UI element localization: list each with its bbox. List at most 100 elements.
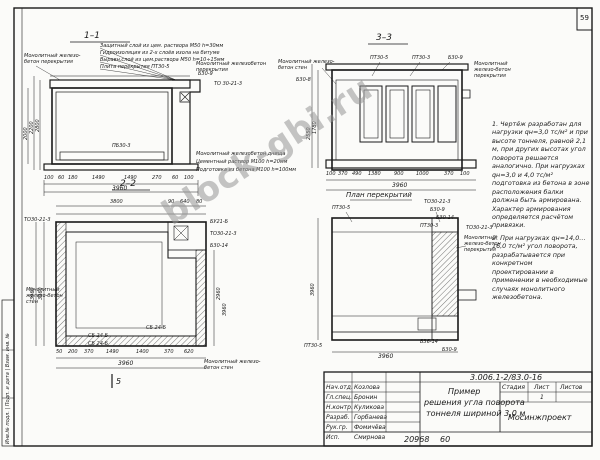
dim-3: 180 (68, 175, 78, 181)
name-1: Козлова (354, 384, 380, 391)
role-6: Исп. (326, 434, 340, 441)
layer-2: Гидроизоляция из 2-х слоёв изола на биту… (100, 50, 220, 56)
dim2-top-2: 90 (168, 199, 175, 205)
title-line-1: Пример (448, 387, 481, 396)
dim2-b-4: 1490 (106, 349, 119, 355)
dim3-7: 370 (444, 171, 454, 177)
name-2: Бронин (354, 394, 378, 401)
bottom-layer-1: Монолитный железобетон днища (196, 151, 286, 157)
footer-sheet: 60 (440, 435, 451, 444)
to30-21-3-right: ТО30-21-3 (210, 231, 237, 237)
sb24-b-tag-2: СБ 24-Б (88, 333, 109, 339)
plan-right-tag: ТО30-21-3 (466, 225, 493, 231)
notes-block: 1. Чертёж разработан для нагрузки qн=3,0… (492, 120, 590, 306)
dim2-top-3: 640 (180, 199, 190, 205)
layer-4: Плита перекрытия ПТ30-5 (100, 64, 170, 70)
dim3-8: 100 (460, 171, 470, 177)
b30-9-tag-3: Б30-9 (448, 55, 463, 61)
role-1: Нач.отд. (326, 384, 353, 391)
footer-number: 20968 (404, 435, 430, 444)
sb24-b-tag-1: СБ 24-Б (146, 325, 167, 331)
to30-21-3-left: ТО30-21-3 (24, 217, 51, 223)
plan-pt30-3: ПТ30-3 (420, 223, 439, 229)
role-5: Рук.гр. (326, 424, 348, 431)
left-monolith-label: Монолитный железо-бетон перекрытия (24, 53, 81, 65)
dim2-b-3: 370 (84, 349, 94, 355)
side-strip: Инв.№ подл. | Подп. и дата | Взам. инв. … (5, 333, 11, 444)
plan-b30-14: Б30-14 (436, 215, 454, 221)
dim3-2: 370 (338, 171, 348, 177)
name-6: Смирнова (354, 434, 386, 441)
col-sheets: Листов (560, 384, 583, 391)
plan-title: План перекрытий (346, 191, 412, 199)
bottom-layer-2: Цементный раствор М100 h=20мм (196, 159, 288, 165)
note-1: 1. Чертёж разработан для нагрузки qн=3,0… (492, 120, 590, 230)
title-line-3: тоннеля шириной 3,0 м (426, 409, 526, 418)
plan-to30-21-3: ТО30-21-3 (424, 199, 451, 205)
section-1-1-title: 1–1 (84, 31, 100, 41)
layer-3: Выравн.слой из цем.раствора М50 h=10÷15м… (100, 57, 225, 63)
right-monolith-label: Монолитный железобетон перекрытия (196, 61, 267, 73)
sheet-number: 59 (580, 14, 589, 22)
dim2-b-1: 50 (56, 349, 63, 355)
dim2-b-7: 620 (184, 349, 194, 355)
name-4: Горбанева (354, 414, 388, 421)
sb24-b-tag-3: СБ 24-Б (88, 341, 109, 347)
col-sheet: Лист (534, 384, 550, 391)
title-line-2: решения угла поворота (424, 398, 525, 407)
name-5: Фомичёва (354, 424, 386, 431)
dim-6: 270 (152, 175, 162, 181)
pb30-3-tag: ПБ30-3 (112, 143, 131, 149)
dim3-4: 1380 (368, 171, 381, 177)
name-3: Куликова (354, 404, 385, 411)
right-dim-2960: 2960 (216, 287, 222, 300)
role-3: Н.контр. (326, 404, 353, 411)
dim2-top-1: 3800 (110, 199, 123, 205)
pt30-3-tag: ПТ30-3 (412, 55, 431, 61)
val-sheet: 1 (540, 394, 544, 401)
total-width-3: 3960 (392, 182, 408, 189)
b30-9-tag: Б30-9 (198, 71, 213, 77)
plan-bottom-left-tag: ПТ30-5 (304, 343, 323, 349)
section-3-3-title: 3–3 (376, 33, 392, 43)
right-dim-3960: 3960 (222, 303, 228, 316)
wall-label-2: Монолитный железо-бетон стен (26, 287, 63, 305)
cut-mark-5: 5 (116, 377, 122, 386)
plan-bottom-right-tag: Б36-14 (420, 339, 438, 345)
dim3-1: 100 (326, 171, 336, 177)
dim-4: 1490 (92, 175, 105, 181)
dim-7: 60 (172, 175, 179, 181)
dim2-b-6: 370 (164, 349, 174, 355)
section-2-2-title: 2–2 (120, 179, 136, 189)
left-wall-label-3: Монолитный железо-бетон стен (278, 59, 335, 71)
dim2-b-2: 200 (68, 349, 78, 355)
dim-5: 1490 (124, 175, 137, 181)
plan-bottom-right-tag2: Б30-9 (442, 347, 457, 353)
left-dim-1: 3960 (30, 287, 36, 300)
plan-pt30-5: ПТ30-5 (332, 205, 351, 211)
dim2-top-4: 80 (196, 199, 203, 205)
height-2800: 2800 (35, 119, 41, 132)
plan-left-dim: 3960 (310, 283, 316, 296)
document-code: 3.006.1-2/83.0-16 (470, 373, 543, 382)
total-width-1: 3960 (112, 185, 128, 192)
dim3-5: 900 (394, 171, 404, 177)
dim-1: 100 (44, 175, 54, 181)
dim3-6: 1000 (416, 171, 429, 177)
bottom-layer-3: Подготовка из бетона М100 h=100мм (196, 167, 296, 173)
dim-8: 100 (184, 175, 194, 181)
left-dim-2: 3960 (38, 287, 44, 300)
dim-2: 60 (58, 175, 65, 181)
b30-8-tag: Б30-8 (296, 77, 311, 83)
role-4: Разраб. (326, 414, 350, 421)
bottom-wall-label-2: Монолитный железо-бетон стен (204, 359, 261, 371)
note-2: 2. При нагрузках qн=14,0…16,0 тс/м² угол… (492, 233, 588, 302)
dim2-b-5: 1400 (136, 349, 149, 355)
plan-b30-9: Б30-9 (430, 207, 445, 213)
bu21-b-tag: БУ21-Б (210, 219, 229, 225)
to30-21-3-tag: ТО 30-21-3 (214, 81, 243, 87)
right-slab-label-3: Монолитный железо-бетон перекрытия (474, 61, 511, 79)
organization: Мосинжпроект (508, 413, 572, 422)
